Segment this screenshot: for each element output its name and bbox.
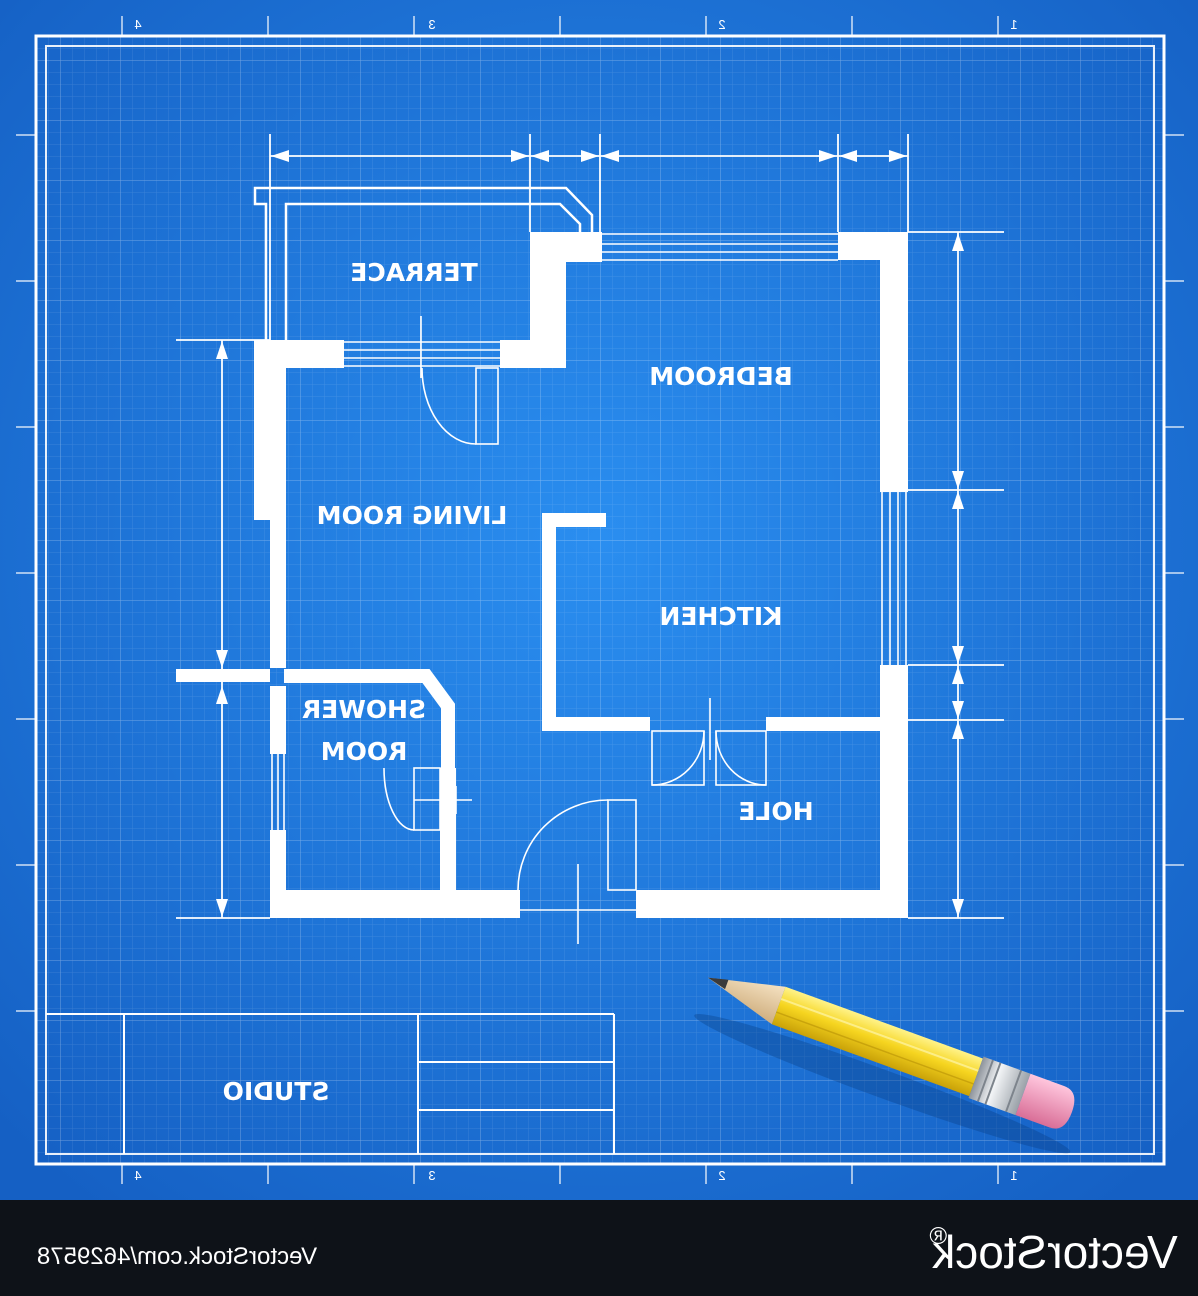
ruler-number-3-top: 3 bbox=[428, 17, 435, 32]
title-block-studio: STUDIO bbox=[223, 1077, 330, 1106]
pencil-ferrule-ring bbox=[1005, 1070, 1023, 1113]
wall-segment bbox=[542, 513, 556, 731]
dimension-arrows bbox=[216, 150, 964, 917]
footer-bar bbox=[0, 1200, 1198, 1296]
pencil-lead bbox=[707, 977, 729, 990]
terrace-railing bbox=[253, 186, 594, 340]
wall-segment bbox=[880, 232, 908, 492]
shower-room-wall bbox=[284, 669, 455, 768]
wall-segment bbox=[254, 340, 286, 520]
doors bbox=[383, 316, 767, 944]
ruler-ticks bbox=[16, 16, 1184, 1184]
wall-segment bbox=[270, 890, 520, 918]
ruler-number-4-top: 4 bbox=[134, 17, 141, 32]
ruler-number-2-top: 2 bbox=[718, 17, 725, 32]
wall-segment bbox=[270, 520, 286, 668]
pencil-eraser bbox=[1015, 1073, 1075, 1129]
wall-segment bbox=[542, 717, 650, 731]
room-label-shower: SHOWER bbox=[302, 695, 426, 724]
footer-url: VectorStock.com/4629578 bbox=[37, 1243, 317, 1270]
inner-border bbox=[45, 45, 1155, 1155]
room-label-kitchen: KITCHEN bbox=[660, 602, 783, 631]
room-label-living-room: LIVING ROOM bbox=[317, 501, 508, 530]
pencil-facet-line bbox=[780, 997, 979, 1072]
ruler-number-4-bottom: 4 bbox=[134, 1168, 141, 1183]
wall-segment bbox=[880, 665, 908, 918]
title-block bbox=[46, 1013, 615, 1154]
wall-segment bbox=[176, 669, 270, 682]
wall-segment bbox=[270, 686, 286, 754]
outer-border bbox=[34, 34, 1166, 1166]
room-label-bedroom: BEDROOM bbox=[649, 362, 793, 391]
pencil-ferrule bbox=[968, 1056, 1031, 1116]
footer-registered-mark: ® bbox=[929, 1223, 947, 1250]
ruler-numbers-top: 4 3 2 1 bbox=[134, 17, 1017, 32]
ruler-number-1-top: 1 bbox=[1010, 17, 1017, 32]
ruler-number-3-bottom: 3 bbox=[428, 1168, 435, 1183]
wall-segment bbox=[542, 513, 606, 527]
footer-brand-logo: VectorStock bbox=[931, 1226, 1177, 1278]
room-label-hole: HOLE bbox=[738, 797, 813, 826]
pencil-ferrule-ring bbox=[976, 1059, 994, 1102]
ruler-number-2-bottom: 2 bbox=[718, 1168, 725, 1183]
pencil-wood-tip bbox=[707, 977, 786, 1025]
room-label-room: ROOM bbox=[321, 737, 408, 766]
wall-segment bbox=[636, 890, 908, 918]
room-label-terrace: TERRACE bbox=[350, 258, 477, 287]
pencil-facet-line bbox=[776, 1011, 974, 1085]
wall-segment bbox=[766, 717, 892, 731]
wall-segment bbox=[500, 340, 566, 368]
wall-segment bbox=[440, 768, 456, 898]
ruler-number-1-bottom: 1 bbox=[1010, 1168, 1017, 1183]
pencil-icon bbox=[694, 977, 1075, 1154]
ruler-numbers-bottom: 4 3 2 1 bbox=[134, 1168, 1017, 1183]
pencil-ferrule-ring bbox=[984, 1062, 1002, 1105]
pencil-shadow bbox=[694, 1013, 1071, 1154]
room-labels: TERRACE BEDROOM LIVING ROOM KITCHEN SHOW… bbox=[302, 258, 814, 826]
windows bbox=[271, 233, 907, 830]
